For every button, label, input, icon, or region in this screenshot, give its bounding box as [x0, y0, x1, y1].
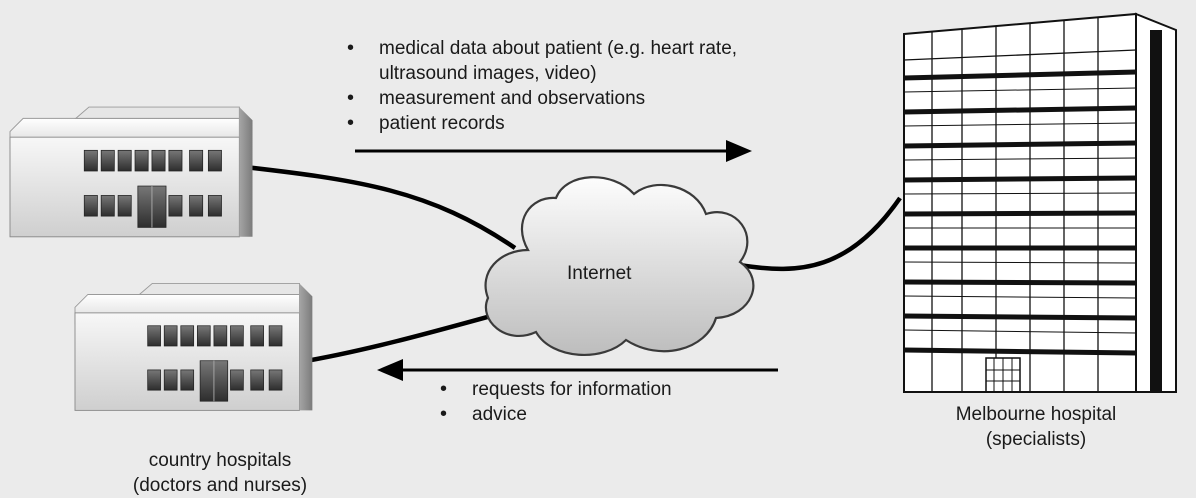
cloud-icon [484, 176, 755, 357]
list-item: requests for information [438, 377, 778, 402]
list-item: advice [438, 402, 778, 427]
list-item: measurement and observations [345, 86, 765, 111]
melbourne-hospital-label-line1: Melbourne hospital [955, 404, 1117, 425]
list-item: medical data about patient (e.g. heart r… [345, 36, 765, 86]
link-top-hospital [235, 163, 517, 250]
outgoing-data-list: medical data about patient (e.g. heart r… [345, 36, 765, 136]
internet-label: Internet [567, 263, 632, 284]
low-rise-building-icon [74, 282, 313, 411]
country-hospitals-label: country hospitals (doctors and nurses) [70, 448, 370, 498]
country-hospitals-label-line2: (doctors and nurses) [132, 475, 308, 496]
melbourne-hospital-label: Melbourne hospital (specialists) [906, 402, 1166, 452]
low-rise-building-icon [9, 106, 253, 238]
melbourne-hospital-label-line2: (specialists) [985, 429, 1087, 450]
country-hospitals-label-line1: country hospitals [148, 450, 292, 471]
arrow-left-icon [377, 359, 778, 381]
list-item: patient records [345, 111, 765, 136]
link-melbourne [739, 196, 902, 272]
incoming-data-list: requests for information advice [438, 377, 778, 427]
arrow-right-icon [355, 140, 752, 162]
high-rise-building-icon [903, 12, 1177, 393]
